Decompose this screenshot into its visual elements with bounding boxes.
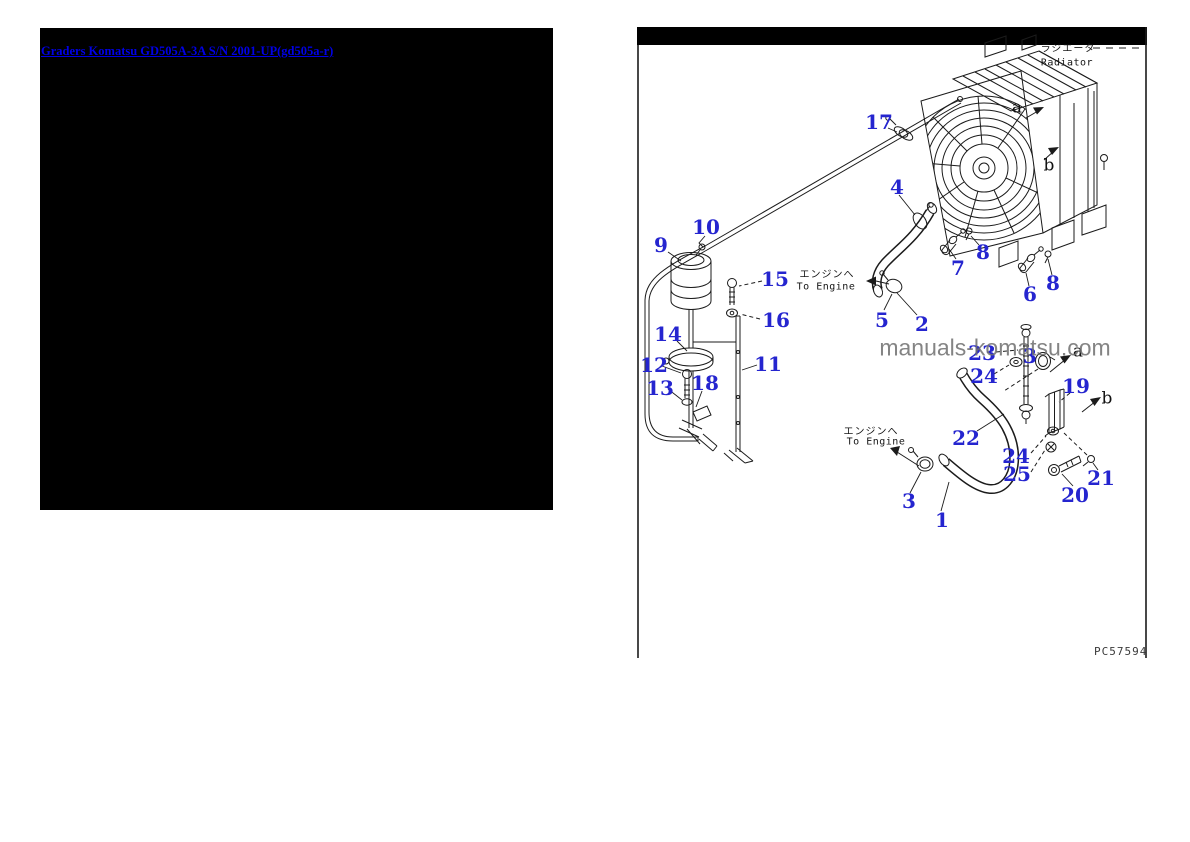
radiator-annotation-jp: ラジエータ [1040,43,1096,55]
ref-arrows [1025,107,1059,161]
lower-tube-assembly [890,324,1101,512]
overflow-tube-and-reservoir [644,96,963,464]
diagram-header-bar [637,27,1147,45]
to-engine-lower-en: To Engine [846,436,906,448]
fittings-6-7-8 [939,227,1053,287]
to-engine-lower-jp: エンジンへ [843,426,899,438]
diagram-line-art [637,27,1147,658]
upper-hose [866,194,938,316]
to-engine-upper-jp: エンジンへ [799,269,855,281]
to-engine-upper-en: To Engine [796,281,856,293]
figure-code: PC57594 [1094,645,1148,658]
thumbnail-panel: Graders Komatsu GD505A-3A S/N 2001-UP(gd… [40,28,553,510]
watermark-text: manuals-komatsu.com [879,334,1111,361]
radiator-annotation-en: Radiator [1040,57,1094,69]
manual-link[interactable]: Graders Komatsu GD505A-3A S/N 2001-UP(gd… [41,44,334,58]
radiator-assembly [920,34,1108,268]
